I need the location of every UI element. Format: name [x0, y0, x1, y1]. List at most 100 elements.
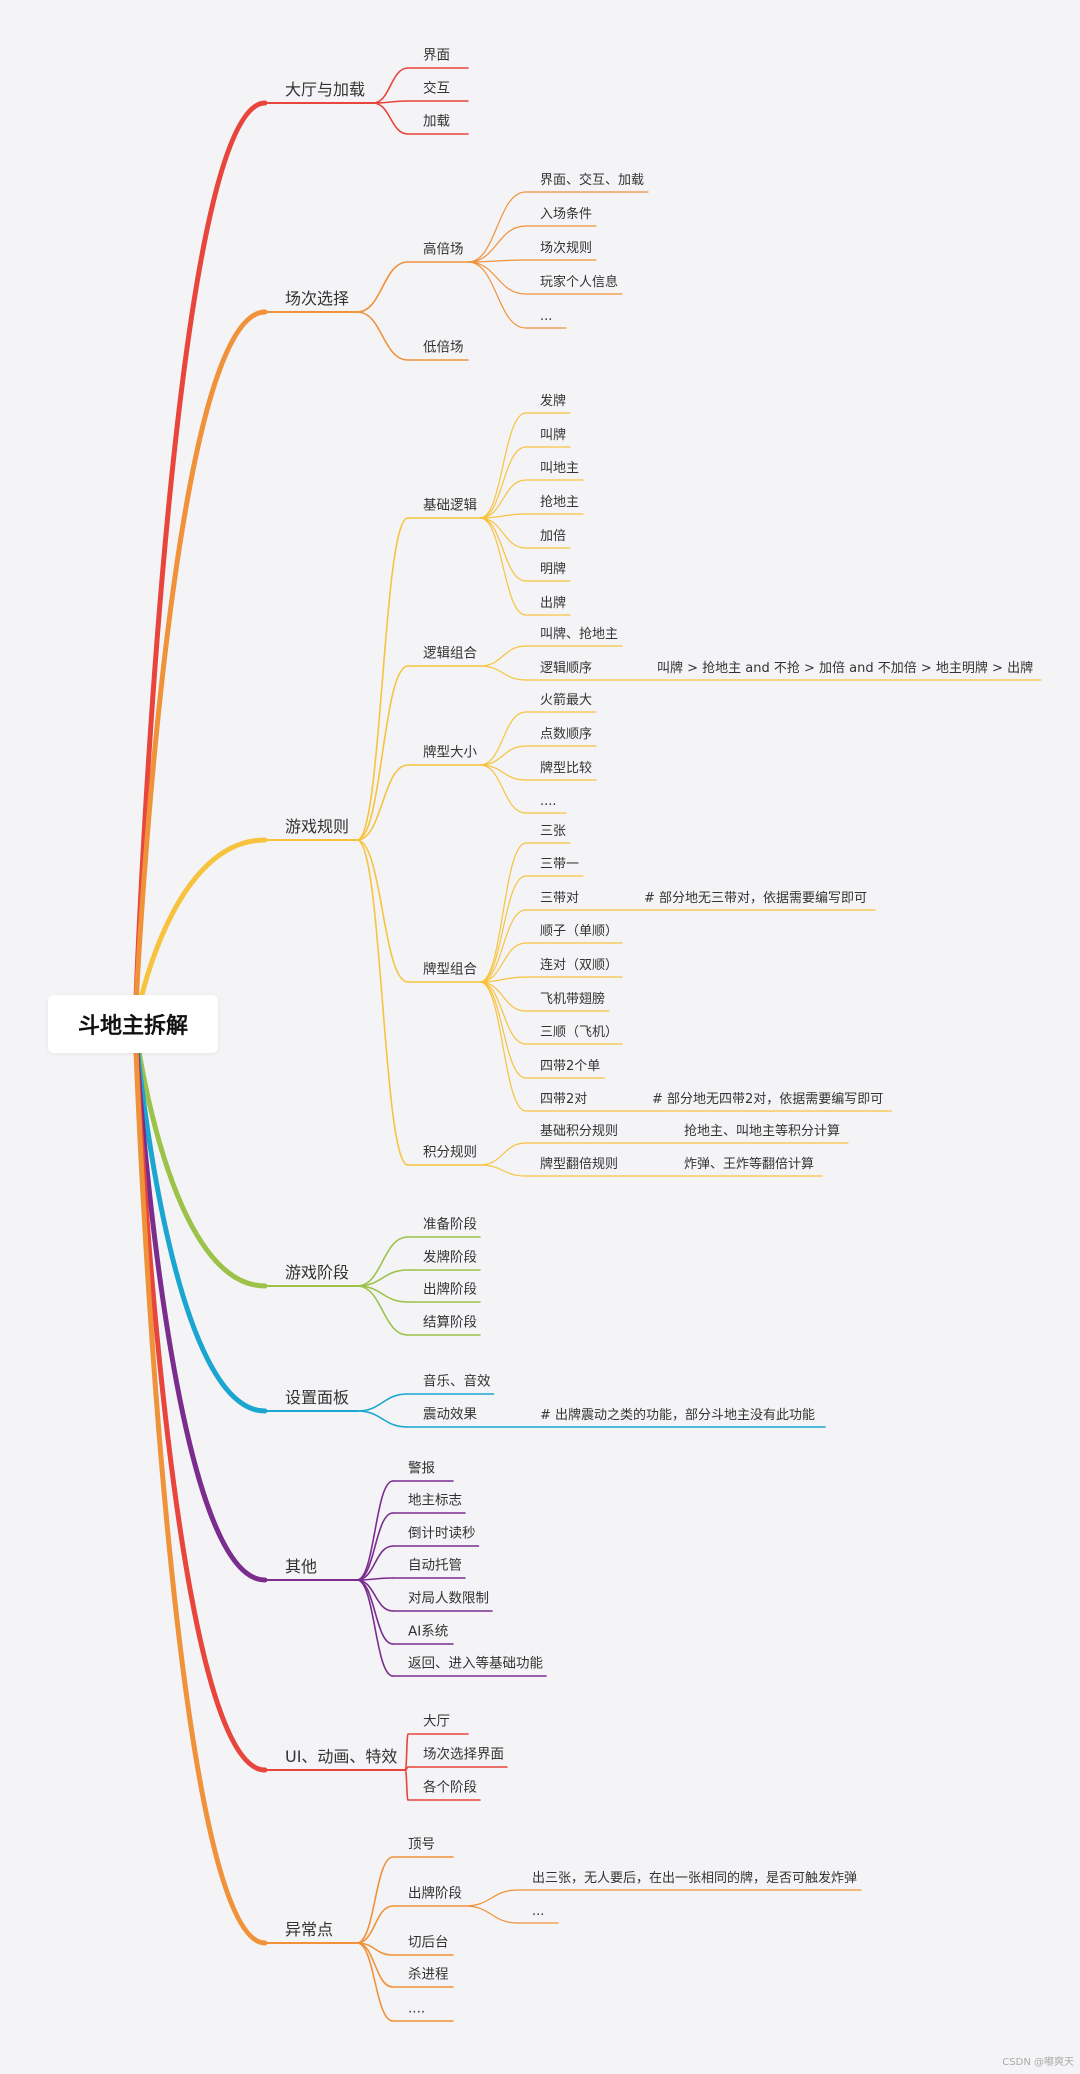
leaf-2-3-0-label[interactable]: 三张: [540, 824, 567, 839]
branch-5-label[interactable]: 其他: [285, 1557, 318, 1576]
note-2-4-0: 抢地主、叫地主等积分计算: [684, 1124, 841, 1139]
connector-4-1: [356, 1410, 409, 1428]
leaf-2-1-0-label[interactable]: 叫牌、抢地主: [540, 627, 619, 642]
connector-5-2: [356, 1545, 394, 1581]
node-3-2-label[interactable]: 出牌阶段: [423, 1281, 477, 1298]
leaf-2-2-3-label[interactable]: ....: [540, 794, 557, 809]
connector-0-0: [372, 67, 409, 104]
connector-1-0-4: [467, 261, 527, 329]
branch-1-label[interactable]: 场次选择: [285, 289, 350, 308]
connector-2-2-1: [479, 745, 527, 766]
branch-2-label[interactable]: 游戏规则: [285, 817, 350, 836]
branch-4-label[interactable]: 设置面板: [285, 1388, 350, 1407]
leaf-2-3-2-label[interactable]: 三带对: [540, 891, 580, 906]
node-4-1-label[interactable]: 震动效果: [423, 1406, 477, 1423]
leaf-1-0-0-label[interactable]: 界面、交互、加载: [540, 173, 645, 188]
node-4-0-label[interactable]: 音乐、音效: [423, 1373, 491, 1390]
node-7-4-label[interactable]: ....: [408, 2000, 426, 2017]
node-2-0-label[interactable]: 基础逻辑: [423, 497, 477, 514]
leaf-2-3-3-label[interactable]: 顺子（单顺）: [540, 924, 619, 939]
connector-branch-1: [132, 309, 268, 1028]
leaf-2-0-6-label[interactable]: 出牌: [540, 596, 567, 611]
leaf-2-2-1-label[interactable]: 点数顺序: [540, 727, 593, 742]
leaf-2-4-1-label[interactable]: 牌型翻倍规则: [540, 1157, 619, 1172]
leaf-7-1-1-label[interactable]: ...: [532, 1904, 545, 1919]
node-5-0-label[interactable]: 警报: [408, 1460, 435, 1477]
leaf-2-0-1-label[interactable]: 叫牌: [540, 428, 567, 443]
node-5-3-label[interactable]: 自动托管: [408, 1557, 462, 1574]
leaf-2-2-0-label[interactable]: 火箭最大: [540, 693, 593, 708]
leaf-2-3-5-label[interactable]: 飞机带翅膀: [540, 992, 606, 1007]
node-7-0-label[interactable]: 顶号: [408, 1836, 435, 1853]
note-2-4-1: 炸弹、王炸等翻倍计算: [684, 1157, 815, 1172]
leaf-1-0-3-label[interactable]: 玩家个人信息: [540, 275, 619, 290]
connector-1-0-0: [467, 191, 527, 263]
connector-2-3-4: [479, 976, 527, 983]
node-5-4-label[interactable]: 对局人数限制: [408, 1590, 489, 1607]
node-7-3-label[interactable]: 杀进程: [408, 1966, 449, 1983]
leaf-2-0-4-label[interactable]: 加倍: [540, 529, 567, 544]
connector-7-1-0: [464, 1889, 519, 1907]
leaf-2-1-1-label[interactable]: 逻辑顺序: [540, 661, 593, 676]
leaf-1-0-4-label[interactable]: ...: [540, 309, 553, 324]
branch-0-label[interactable]: 大厅与加载: [285, 80, 366, 99]
note-2-3-8: # 部分地无四带2对，依据需要编写即可: [652, 1092, 884, 1107]
leaf-2-3-8-label[interactable]: 四带2对: [540, 1092, 588, 1107]
node-7-2-label[interactable]: 切后台: [408, 1934, 449, 1951]
connector-3-1: [356, 1269, 409, 1287]
leaf-2-3-6-label[interactable]: 三顺（飞机）: [540, 1025, 619, 1040]
node-5-5-label[interactable]: AI系统: [408, 1623, 449, 1640]
branch-6-label[interactable]: UI、动画、特效: [285, 1747, 398, 1766]
branch-7-label[interactable]: 异常点: [285, 1920, 334, 1939]
branch-3-label[interactable]: 游戏阶段: [285, 1263, 350, 1282]
node-2-4-label[interactable]: 积分规则: [423, 1144, 477, 1161]
watermark: CSDN @嘟爽天: [1002, 2057, 1074, 2068]
leaf-1-0-1-label[interactable]: 入场条件: [540, 207, 593, 222]
connector-7-1: [356, 1905, 394, 1944]
node-5-1-label[interactable]: 地主标志: [408, 1492, 462, 1509]
note-2-3-2: # 部分地无三带对，依据需要编写即可: [644, 891, 868, 906]
node-5-2-label[interactable]: 倒计时读秒: [408, 1525, 476, 1542]
node-0-0-label[interactable]: 界面: [423, 47, 450, 64]
node-3-1-label[interactable]: 发牌阶段: [423, 1249, 477, 1266]
leaf-2-0-5-label[interactable]: 明牌: [540, 562, 567, 577]
node-6-2-label[interactable]: 各个阶段: [423, 1779, 477, 1796]
leaf-2-3-4-label[interactable]: 连对（双顺）: [540, 958, 619, 973]
node-2-2-label[interactable]: 牌型大小: [423, 744, 477, 761]
node-2-3-label[interactable]: 牌型组合: [423, 961, 477, 978]
node-0-1-label[interactable]: 交互: [423, 80, 450, 97]
leaf-2-3-1-label[interactable]: 三带一: [540, 857, 580, 872]
connector-branch-0: [132, 100, 268, 1028]
leaf-2-3-7-label[interactable]: 四带2个单: [540, 1059, 601, 1074]
leaf-2-4-0-label[interactable]: 基础积分规则: [540, 1124, 619, 1139]
connector-2-1-1: [479, 665, 527, 681]
node-1-0-label[interactable]: 高倍场: [423, 241, 464, 258]
node-1-1-label[interactable]: 低倍场: [423, 339, 464, 356]
leaf-2-0-2-label[interactable]: 叫地主: [540, 461, 580, 476]
node-6-1-label[interactable]: 场次选择界面: [423, 1746, 504, 1763]
node-3-3-label[interactable]: 结算阶段: [423, 1314, 477, 1331]
connector-1-0-3: [467, 261, 527, 295]
connector-2-3-0: [479, 842, 527, 983]
connector-1-1: [356, 311, 409, 361]
root-node[interactable]: 斗地主拆解: [48, 995, 218, 1053]
connector-2-4: [356, 839, 409, 1166]
node-0-2-label[interactable]: 加载: [423, 113, 450, 130]
connector-branch-7: [132, 1022, 268, 1946]
leaf-7-1-0-label[interactable]: 出三张，无人要后，在出一张相同的牌，是否可触发炸弹: [532, 1871, 858, 1886]
connector-2-3-1: [479, 875, 527, 983]
connector-6-2: [404, 1769, 409, 1801]
leaf-2-0-3-label[interactable]: 抢地主: [540, 495, 580, 510]
connector-2-3: [356, 839, 409, 983]
node-3-0-label[interactable]: 准备阶段: [423, 1216, 477, 1233]
node-2-1-label[interactable]: 逻辑组合: [423, 645, 477, 662]
node-6-0-label[interactable]: 大厅: [423, 1713, 450, 1730]
connector-2-0-3: [479, 513, 527, 519]
leaf-1-0-2-label[interactable]: 场次规则: [540, 241, 593, 256]
note-2-1-1: 叫牌 > 抢地主 and 不抢 > 加倍 and 不加倍 > 地主明牌 > 出牌: [657, 661, 1034, 676]
node-7-1-label[interactable]: 出牌阶段: [408, 1885, 462, 1902]
leaf-2-2-2-label[interactable]: 牌型比较: [540, 761, 593, 776]
leaf-2-0-0-label[interactable]: 发牌: [540, 394, 567, 409]
node-5-6-label[interactable]: 返回、进入等基础功能: [408, 1655, 543, 1672]
